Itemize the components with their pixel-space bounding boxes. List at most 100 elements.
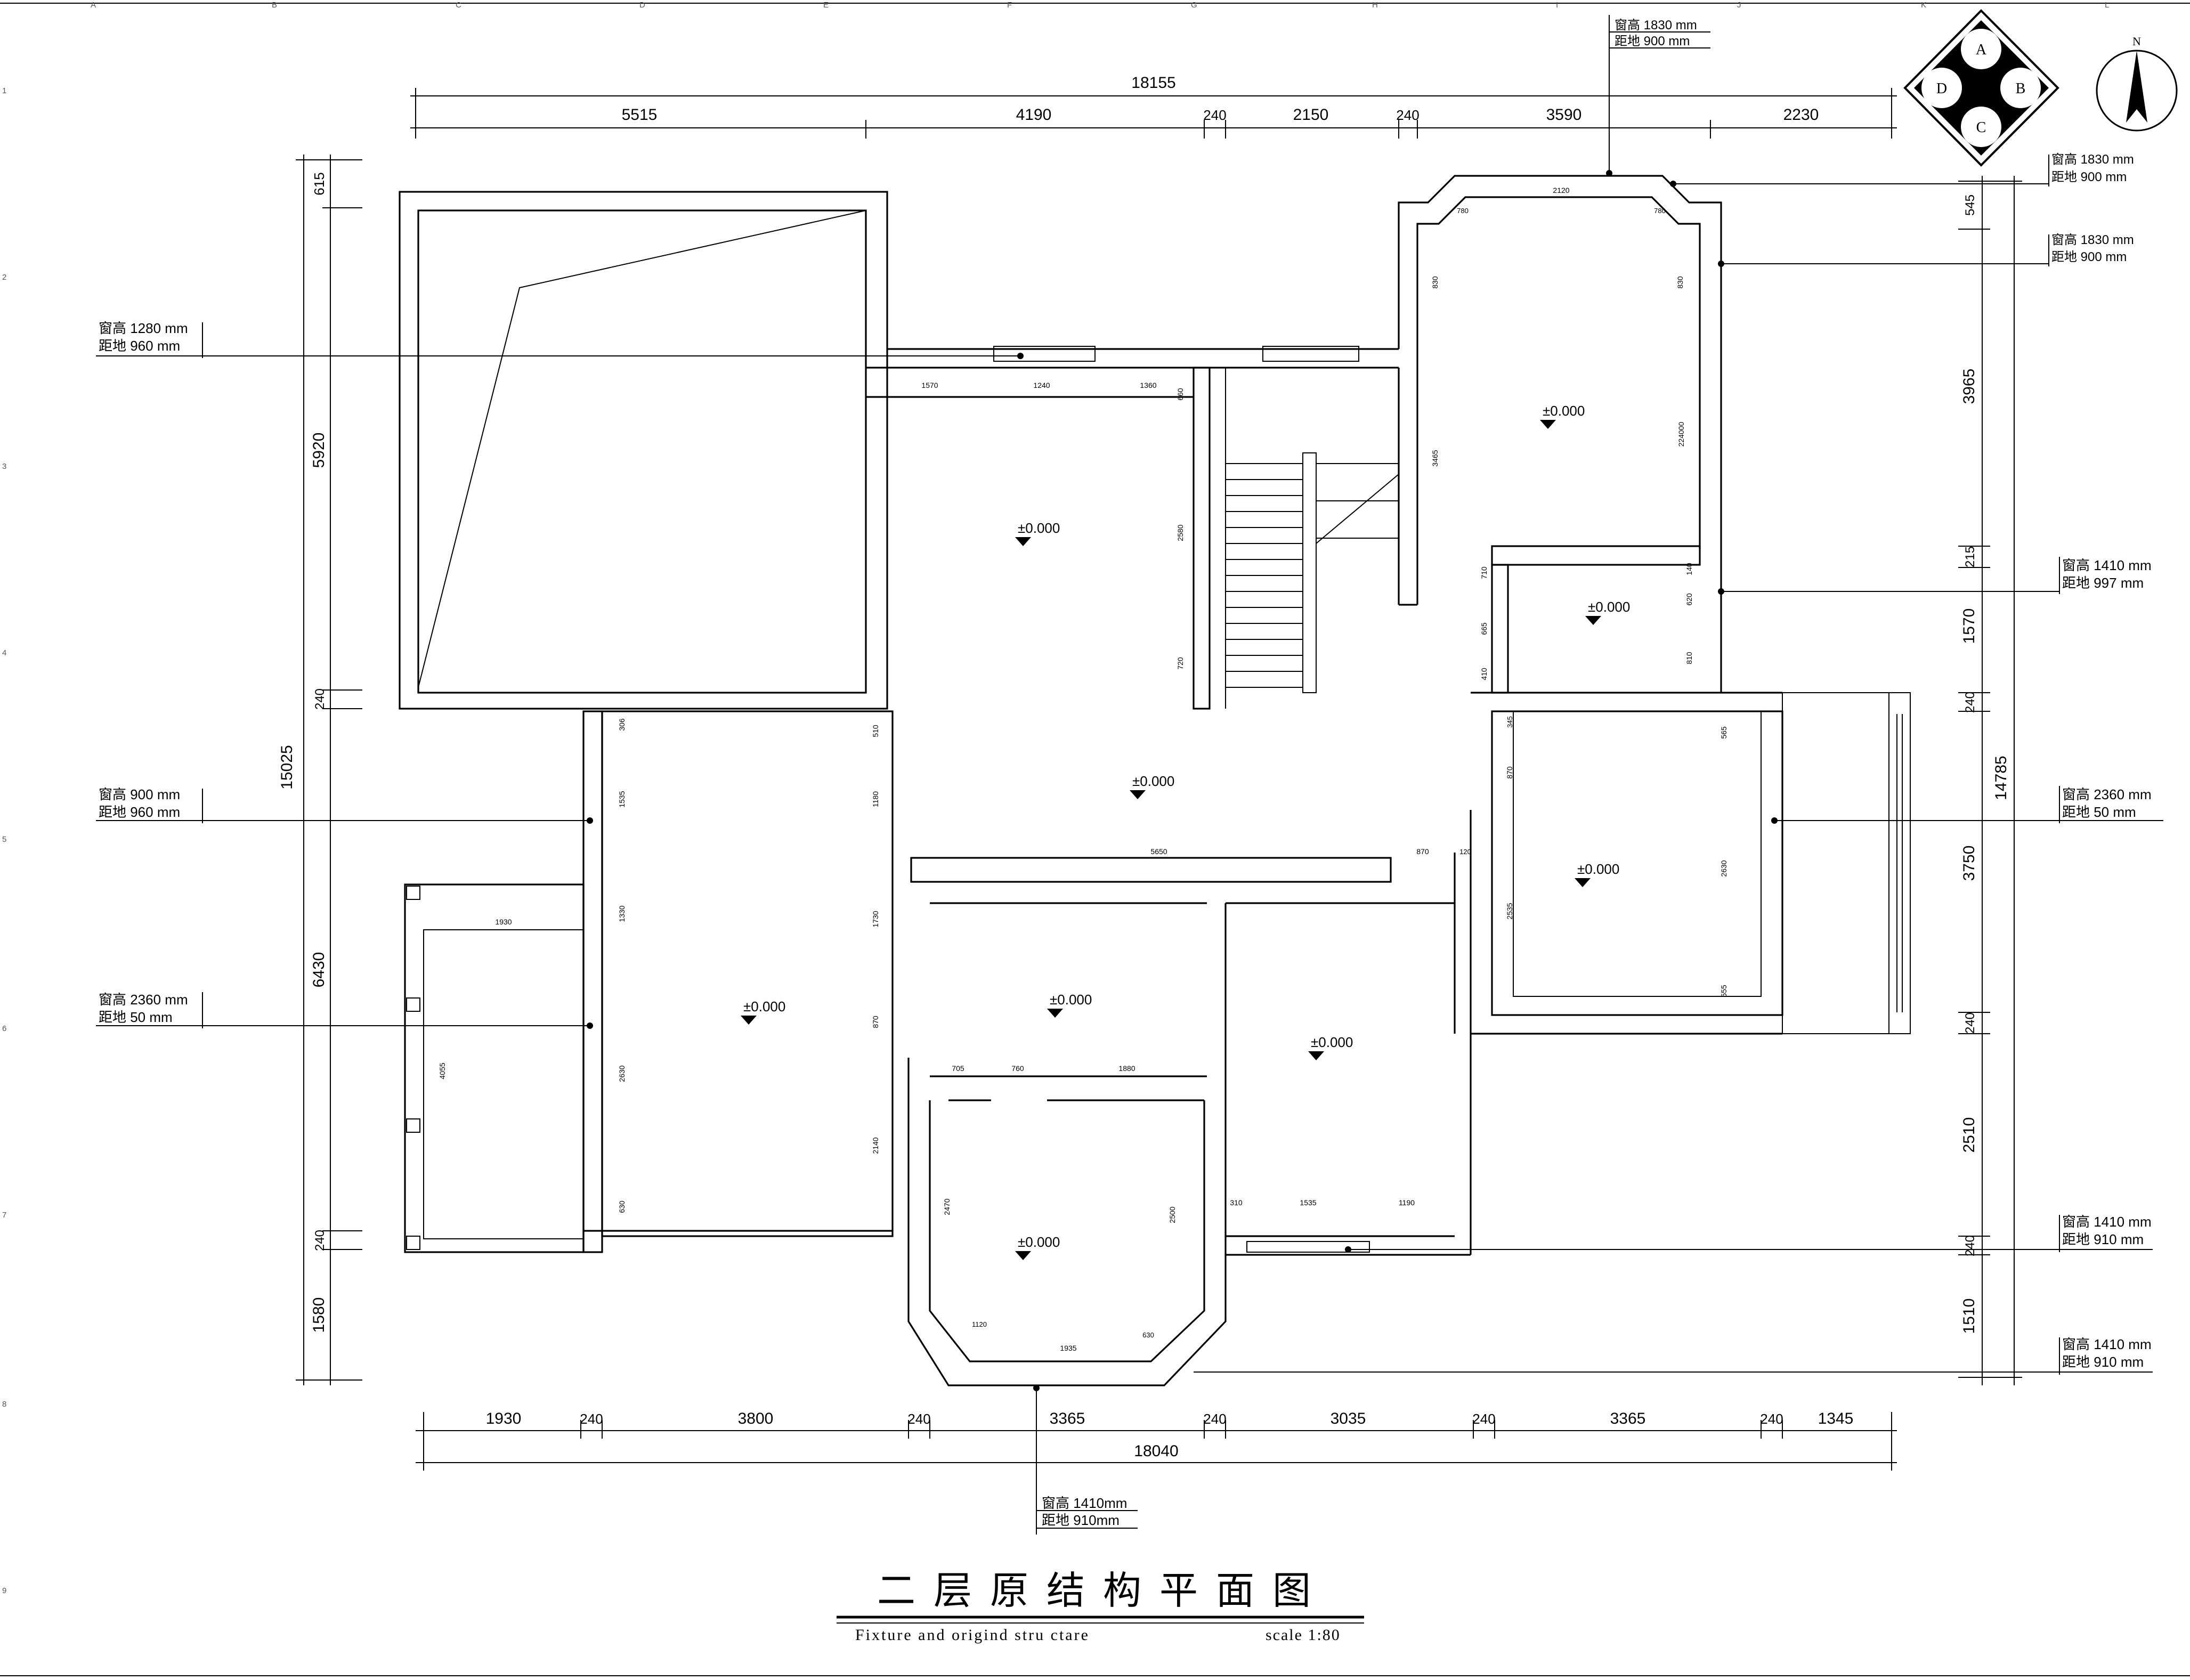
window-note-height: 窗高 2360 mm <box>99 992 188 1008</box>
window-note-floor: 距地 900 mm <box>1615 34 1690 48</box>
window-note-floor: 距地 960 mm <box>99 338 180 354</box>
inner-dim: 780 <box>1457 207 1469 215</box>
window-note-floor: 距地 50 mm <box>99 1009 173 1025</box>
inner-dim: 4055 <box>438 1062 447 1079</box>
level-mark: ±0.000 <box>1577 861 1619 877</box>
drawing-scale: scale 1:80 <box>1266 1626 1341 1644</box>
exterior-walls <box>399 175 1911 1386</box>
compass-letter: D <box>1936 80 1947 97</box>
grid-number: 8 <box>2 1400 6 1409</box>
dim-bottom-segment: 3800 <box>738 1410 774 1427</box>
dim-bottom-segment: 240 <box>1203 1411 1226 1427</box>
dim-top-segment: 240 <box>1396 107 1419 123</box>
dim-bottom-segment: 1345 <box>1818 1410 1854 1427</box>
inner-dim: 1935 <box>1060 1344 1076 1352</box>
inner-dim: 1730 <box>871 911 880 927</box>
inner-dim: 2630 <box>618 1065 626 1082</box>
inner-dim: 710 <box>1480 566 1488 579</box>
window-note-floor: 距地 50 mm <box>2062 804 2136 820</box>
inner-dim: 2140 <box>871 1137 880 1154</box>
level-mark: ±0.000 <box>1132 773 1174 789</box>
inner-dimensions: 1570 1240 1360 660 2580 720 3465 830 830… <box>438 186 1728 1352</box>
north-label: N <box>2132 35 2141 48</box>
dim-right-segment: 215 <box>1963 546 1977 567</box>
grid-number: 1 <box>2 86 6 95</box>
inner-dim: 1240 <box>1033 381 1050 389</box>
inner-dim: 345 <box>1506 716 1514 728</box>
grid-number: 9 <box>2 1586 6 1595</box>
dim-right-total: 14785 <box>1992 756 2010 800</box>
inner-dim: 1570 <box>921 381 938 389</box>
inner-dim: 3465 <box>1431 450 1439 466</box>
dim-top-segment: 3590 <box>1546 106 1582 124</box>
inner-dim: 2535 <box>1505 903 1514 919</box>
grid-number: 2 <box>2 273 6 282</box>
grid-number: 7 <box>2 1211 6 1220</box>
inner-dim: 810 <box>1685 652 1693 664</box>
level-mark: ±0.000 <box>1050 992 1092 1008</box>
dim-left-total: 15025 <box>278 745 296 789</box>
dim-left-segment: 240 <box>313 688 327 710</box>
level-mark: ±0.000 <box>1543 403 1585 419</box>
dim-left-segment: 6430 <box>310 952 328 988</box>
dim-bottom-segment: 240 <box>1760 1411 1783 1427</box>
window-note-height: 窗高 1410 mm <box>2062 1214 2152 1230</box>
inner-dim: 1880 <box>1118 1064 1135 1073</box>
inner-dim: 140 <box>1685 563 1693 575</box>
inner-dim: 2580 <box>1176 524 1185 541</box>
window-note-floor: 距地 900 mm <box>2051 250 2127 264</box>
grid-letter: K <box>1921 1 1926 10</box>
level-markers: ±0.000 ±0.000 ±0.000 ±0.000 ±0.000 ±0.00… <box>741 403 1630 1260</box>
compass-letter: A <box>1976 42 1987 58</box>
grid-number: 5 <box>2 835 6 844</box>
inner-dim: 830 <box>1676 276 1684 289</box>
dim-top-segment: 4190 <box>1016 106 1052 124</box>
grid-letter: C <box>456 1 461 10</box>
inner-dim: 2500 <box>1168 1206 1177 1223</box>
inner-dim: 2120 <box>1553 186 1569 194</box>
inner-dim: 1360 <box>1140 381 1156 389</box>
inner-dim: 120 <box>1459 848 1471 856</box>
dim-bottom-segment: 3035 <box>1331 1410 1366 1427</box>
window-note-height: 窗高 2360 mm <box>2062 786 2152 802</box>
window-note-floor: 距地 910 mm <box>2062 1231 2144 1247</box>
inner-dim: 630 <box>1142 1331 1154 1339</box>
level-mark: ±0.000 <box>1018 1234 1060 1250</box>
window-note-height: 窗高 1410 mm <box>2062 557 2152 573</box>
dimension-right: 14785 545 3965 215 1570 240 3750 240 251… <box>1958 176 2022 1385</box>
window-note-height: 窗高 1410mm <box>1042 1495 1127 1511</box>
inner-dim: 310 <box>1230 1198 1243 1207</box>
grid-number: 4 <box>2 648 6 658</box>
dim-left-segment: 1580 <box>310 1297 328 1333</box>
dim-left-segment: 5920 <box>310 433 328 468</box>
inner-dim: 620 <box>1685 593 1693 606</box>
inner-dim: 630 <box>618 1200 626 1213</box>
dim-right-segment: 1570 <box>1960 608 1978 644</box>
window-note-height: 窗高 1280 mm <box>99 320 188 336</box>
level-mark: ±0.000 <box>1018 520 1060 536</box>
window-note-height: 窗高 1830 mm <box>2051 152 2134 167</box>
inner-dim: 410 <box>1480 668 1488 680</box>
window-note-floor: 距地 910 mm <box>2062 1354 2144 1370</box>
inner-dim: 660 <box>1176 388 1185 401</box>
inner-dim: 780 <box>1654 207 1666 215</box>
inner-dim: 870 <box>871 1016 880 1028</box>
dim-bottom-segment: 240 <box>1472 1411 1495 1427</box>
inner-dim: 5650 <box>1150 847 1167 856</box>
grid-letter: I <box>1556 1 1558 10</box>
grid-letter: D <box>639 1 645 10</box>
dim-bottom-segment: 3365 <box>1050 1410 1085 1427</box>
dim-bottom-segment: 240 <box>907 1411 930 1427</box>
inner-dim: 1120 <box>972 1320 987 1328</box>
compass-letter: B <box>2016 80 2026 97</box>
level-mark: ±0.000 <box>1311 1034 1353 1050</box>
dim-right-segment: 3750 <box>1960 846 1978 881</box>
grid-letter: J <box>1737 1 1741 10</box>
north-arrow-icon: N <box>2096 35 2178 132</box>
level-mark: ±0.000 <box>1588 599 1630 615</box>
grid-number: 6 <box>2 1024 6 1033</box>
inner-dim: 1930 <box>495 918 512 926</box>
window-notes: 窗高 1830 mm 距地 900 mm 窗高 1830 mm 距地 900 m… <box>96 15 2163 1535</box>
window-note-floor: 距地 960 mm <box>99 804 180 820</box>
